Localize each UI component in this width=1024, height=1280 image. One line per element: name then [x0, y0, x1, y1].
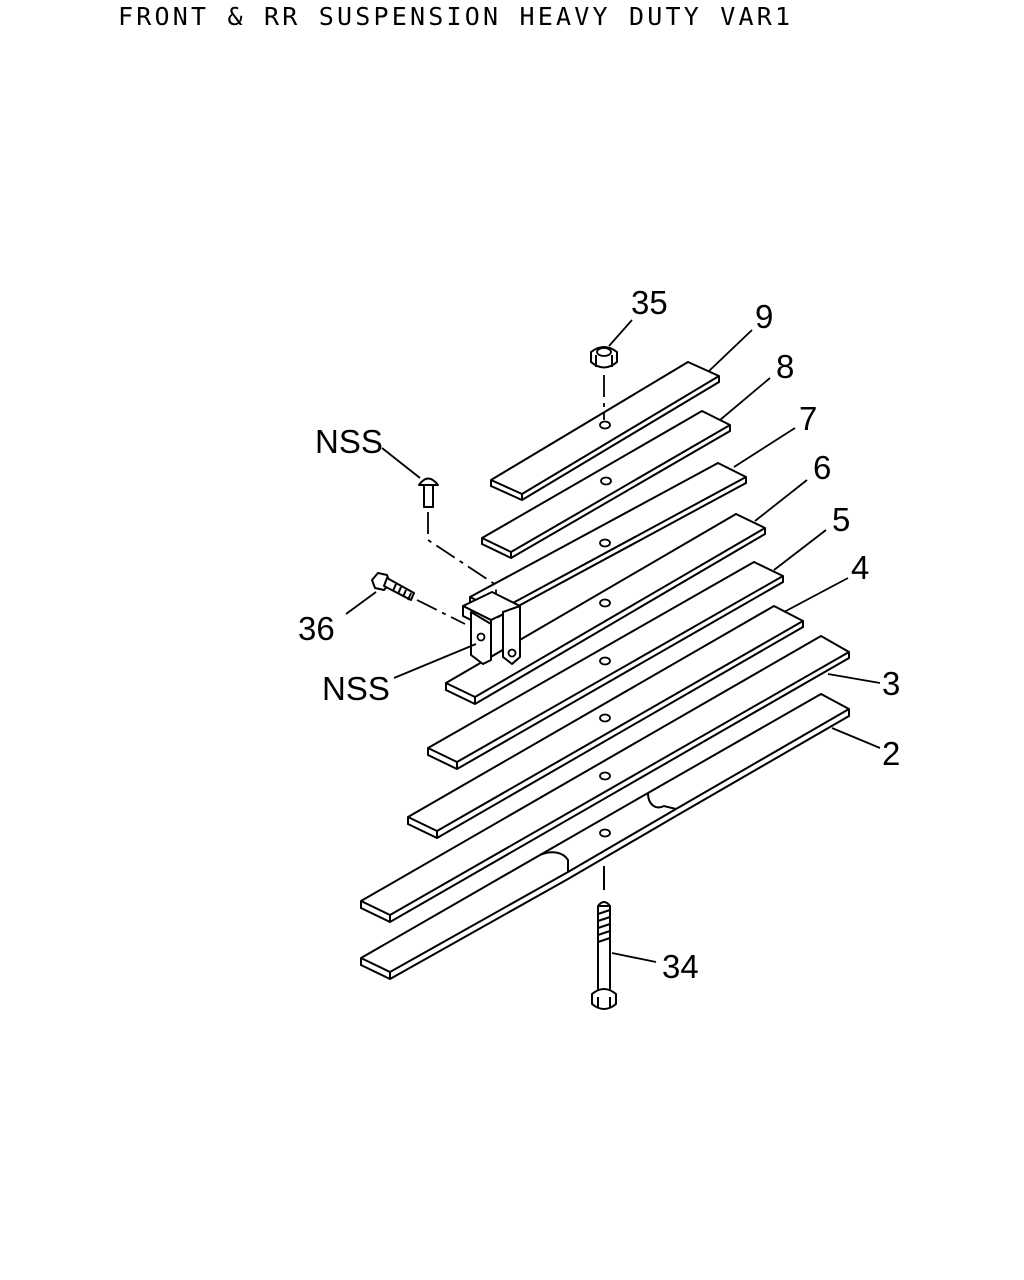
callout-8: 8 — [776, 348, 794, 385]
callout-4: 4 — [851, 549, 869, 586]
clip-bolt-centerline — [416, 599, 466, 625]
callout-36: 36 — [298, 610, 335, 647]
leaf-3-center-hole — [599, 771, 611, 781]
page-title: FRONT & RR SUSPENSION HEAVY DUTY VAR1 — [118, 2, 794, 31]
leaf-7-center-hole — [599, 538, 611, 548]
leader-lines — [345, 319, 881, 963]
callout-nss-clip: NSS — [322, 670, 390, 707]
callout-6: 6 — [813, 449, 831, 486]
callout-7: 7 — [799, 400, 817, 437]
leaf-6-center-hole — [599, 598, 611, 608]
callout-5: 5 — [832, 501, 850, 538]
rivet-centerline — [427, 512, 497, 600]
callout-35: 35 — [631, 284, 668, 321]
center-bolt-34 — [591, 866, 617, 1010]
rebound-clip-nss — [462, 591, 521, 665]
callout-3: 3 — [882, 665, 900, 702]
callout-2: 2 — [882, 735, 900, 772]
callout-9: 9 — [755, 298, 773, 335]
leaf-4-center-hole — [599, 713, 611, 723]
callout-34: 34 — [662, 948, 699, 985]
leaf-5-center-hole — [599, 656, 611, 666]
clip-bolt-36 — [371, 572, 415, 601]
leaf-2-center-hole — [599, 828, 611, 838]
rivet-nss — [418, 477, 439, 508]
nut-35 — [590, 346, 618, 369]
leaf-9-center-hole — [599, 420, 611, 430]
leaf-8-center-hole — [600, 476, 612, 486]
callout-nss-rivet: NSS — [315, 423, 383, 460]
